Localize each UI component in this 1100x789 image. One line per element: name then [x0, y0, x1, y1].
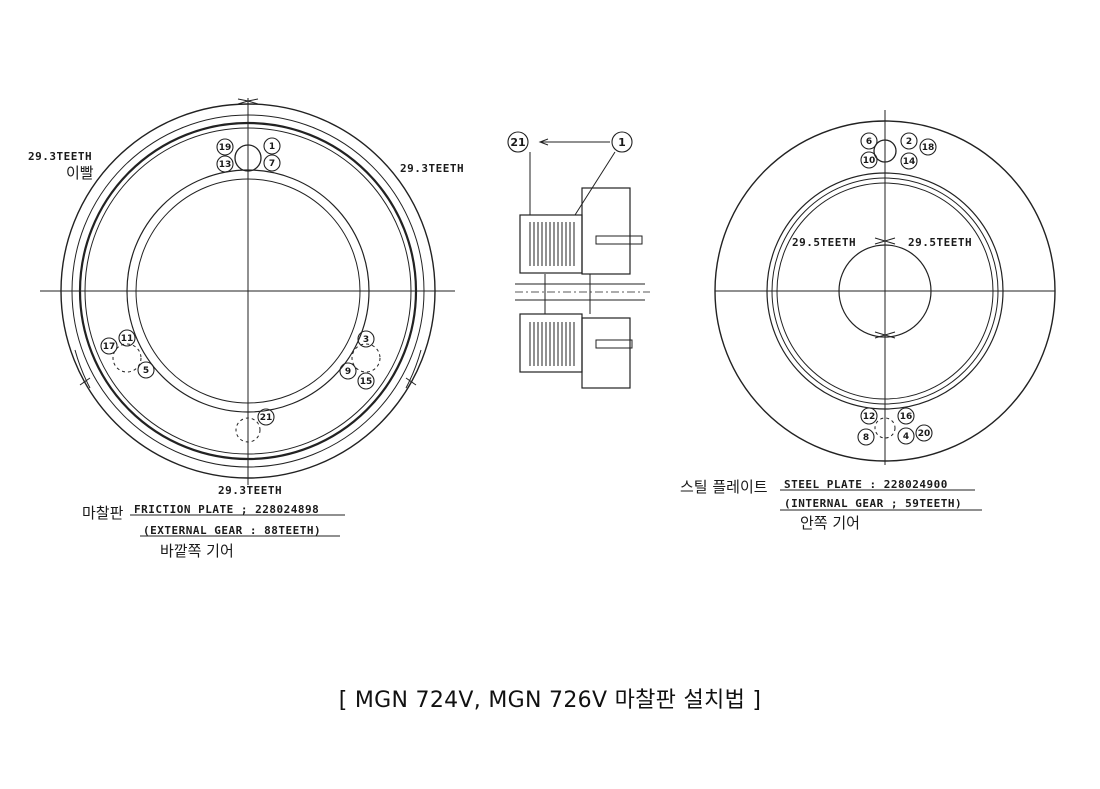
section-leader-1	[574, 151, 616, 216]
steel-bottom-dashed	[874, 417, 896, 439]
section-lower-plates	[529, 322, 575, 366]
friction-marks: 19 1 13 7 11 17 5 3 9 15 21	[103, 142, 373, 423]
steel-mark-6: 6	[866, 137, 872, 147]
friction-right-tick	[405, 377, 417, 386]
steel-mark-16: 16	[900, 412, 913, 422]
friction-top-arrow-left	[237, 98, 249, 105]
friction-left-dashed	[112, 343, 142, 373]
steel-dim-arrow-bottom-right	[883, 331, 896, 339]
section-lower-rod	[595, 339, 633, 349]
section-mark-1: 1	[618, 136, 626, 149]
mark-5: 5	[143, 366, 149, 376]
steel-label-line1: STEEL PLATE : 228024900	[784, 478, 948, 491]
mark-1: 1	[269, 142, 275, 152]
steel-labels: 29.5TEETH 29.5TEETH 스틸 플레이트 STEEL PLATE …	[680, 236, 972, 532]
section-lower-block	[581, 317, 631, 389]
section-upper-plates	[529, 222, 575, 266]
steel-mark-4: 4	[903, 432, 909, 442]
friction-teeth-top-right: 29.3TEETH	[400, 162, 464, 175]
mark-21: 21	[260, 413, 273, 423]
steel-label-line2: (INTERNAL GEAR ; 59TEETH)	[784, 497, 962, 510]
steel-mark-12: 12	[863, 412, 876, 422]
friction-top-hole	[234, 144, 262, 172]
friction-label-line1: FRICTION PLATE ; 228024898	[134, 503, 319, 516]
mark-9: 9	[345, 367, 351, 377]
friction-label-kr: 마찰판	[82, 504, 124, 522]
steel-marks: 6 2 18 10 14 12 16 8 4 20	[863, 137, 935, 443]
friction-plate-drawing	[40, 98, 455, 537]
steel-mark-10: 10	[863, 156, 876, 166]
friction-top-arrow-right	[247, 98, 259, 105]
section-leader-arrow	[538, 138, 549, 146]
mark-19: 19	[219, 143, 232, 153]
mark-15: 15	[360, 377, 373, 387]
steel-top-hole	[873, 139, 897, 163]
steel-teeth-left: 29.5TEETH	[792, 236, 856, 249]
friction-label-line2: (EXTERNAL GEAR : 88TEETH)	[143, 524, 321, 537]
steel-mark-20: 20	[918, 429, 931, 439]
friction-right-dashed	[351, 343, 381, 373]
section-upper-block	[581, 187, 631, 275]
figure-caption: [ MGN 724V, MGN 726V 마찰판 설치법 ]	[338, 688, 762, 713]
mark-3: 3	[363, 335, 369, 345]
friction-teeth-top-left-kr: 이빨	[66, 164, 94, 182]
friction-teeth-top-left: 29.3TEETH	[28, 150, 92, 163]
steel-mark-2: 2	[906, 137, 912, 147]
section-upper-rod	[595, 235, 643, 245]
friction-labels: 29.3TEETH 이빨 29.3TEETH 29.3TEETH 마찰판 FRI…	[28, 150, 464, 560]
section-view-drawing	[515, 138, 650, 389]
section-upper-housing	[519, 214, 583, 274]
steel-dim-arrow-right	[883, 237, 896, 245]
friction-teeth-bottom: 29.3TEETH	[218, 484, 282, 497]
mark-11: 11	[121, 334, 134, 344]
friction-bottom-dashed	[235, 417, 261, 443]
mark-7: 7	[269, 159, 275, 169]
friction-left-tick	[79, 377, 91, 386]
steel-mark-18: 18	[922, 143, 935, 153]
friction-left-dim-arc	[74, 349, 91, 389]
mark-13: 13	[219, 160, 232, 170]
circled-mark-outlines	[100, 131, 937, 446]
mark-17: 17	[103, 342, 116, 352]
section-lower-housing	[519, 313, 583, 373]
friction-right-dim-arc	[405, 349, 422, 389]
friction-sub-kr: 바깥쪽 기어	[160, 542, 234, 560]
steel-label-kr: 스틸 플레이트	[680, 478, 768, 496]
steel-plate-drawing	[714, 110, 1056, 511]
steel-teeth-right: 29.5TEETH	[908, 236, 972, 249]
steel-mark-8: 8	[863, 433, 869, 443]
section-mark-21: 21	[510, 136, 525, 149]
steel-mark-14: 14	[903, 157, 916, 167]
steel-sub-kr: 안쪽 기어	[800, 514, 860, 532]
section-marks: 21 1	[510, 136, 625, 149]
